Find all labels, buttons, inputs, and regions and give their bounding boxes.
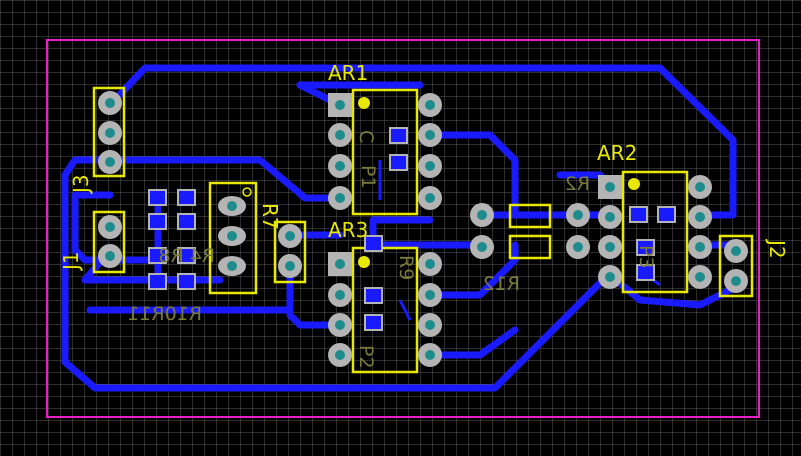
j1-outline: [92, 210, 126, 274]
trace-top-loop: [106, 64, 737, 219]
label-r4-r8: R4R8: [158, 245, 215, 267]
r12-body-bottom: [508, 234, 552, 260]
label-j1: J1: [59, 251, 83, 272]
j3-outline: [92, 86, 126, 178]
trace-j3-mid: [116, 156, 344, 202]
j2-outline: [718, 234, 754, 298]
trace-ar3-up: [369, 216, 434, 244]
ar2-pads: [598, 175, 712, 289]
r12-pads: [470, 203, 590, 259]
ar3-pads: [328, 252, 442, 367]
label-r10-r11: R10R11: [127, 303, 202, 325]
r-block-pads: [218, 196, 246, 276]
label-c: C: [355, 130, 377, 143]
label-p1: P1: [357, 165, 379, 189]
label-ar2: AR2: [597, 141, 637, 165]
r-block-outline: [208, 181, 258, 295]
board-outline: [46, 39, 760, 418]
j2-pads: [724, 239, 748, 293]
r7-outline: [273, 220, 307, 284]
silkscreen-outlines: [92, 86, 754, 374]
label-j3: J3: [69, 174, 93, 195]
pin1-markers: [242, 97, 640, 268]
label-ar1: AR1: [328, 61, 368, 85]
label-j2: J2: [765, 238, 789, 259]
label-r9: R9: [395, 255, 417, 280]
labels-top: AR1 AR3 AR2 R7 J2 J1 J3: [59, 61, 789, 272]
trace-ar3-bottom: [426, 326, 519, 359]
trace-ar1-top: [296, 81, 424, 109]
ar1-pads: [328, 93, 442, 210]
r12-body-top: [508, 203, 552, 229]
trace-r7-down: [86, 261, 294, 314]
trace-ar3-right: [426, 241, 519, 299]
labels-bottom: R10R11 R4R8 R12 R2 C P1 P2 R9 P3: [127, 130, 657, 369]
smd-pads: [148, 127, 676, 331]
ar3-outline: [351, 246, 419, 374]
ar2-outline: [621, 170, 689, 294]
label-p2: P2: [355, 345, 377, 369]
trace-outer-left: [61, 156, 609, 392]
j1-pads: [98, 215, 122, 268]
label-r2: R2: [565, 173, 590, 195]
r7-pads: [278, 224, 302, 278]
label-r7: R7: [258, 203, 282, 230]
trace-ar3-pin: [286, 311, 344, 329]
ar1-outline: [351, 88, 419, 216]
label-p3: P3: [635, 245, 657, 269]
pads: [98, 91, 748, 367]
label-ar3: AR3: [328, 218, 368, 242]
j3-pads: [98, 91, 122, 174]
label-r12: R12: [483, 273, 520, 295]
